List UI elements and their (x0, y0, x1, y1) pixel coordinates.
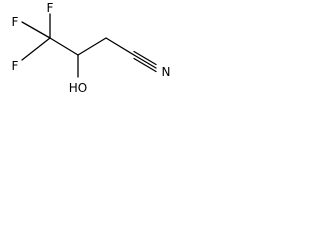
bond-nitrile-3 (133, 57, 157, 73)
atom-label-fluorine-top: F (47, 1, 54, 15)
bond-c2-c1 (105, 37, 135, 56)
bonds (21, 13, 157, 78)
bond-nitrile-1 (133, 50, 157, 66)
atom-label-nitrile-nitrogen: N (162, 65, 171, 79)
atom-label-fluorine-lower-left: F (12, 59, 19, 73)
bond-nitrile-2 (133, 54, 157, 69)
bond-c3-c2 (77, 37, 107, 56)
bond-c4-f-upper-left (21, 21, 51, 39)
atom-label-fluorine-upper-left: F (12, 15, 19, 29)
bond-c4-c3 (49, 37, 79, 56)
atom-label-hydroxyl: HO (69, 81, 87, 95)
bond-c4-f-lower-left (21, 37, 51, 61)
atom-labels: F F F HO N (12, 1, 171, 95)
structural-formula: F F F HO N (12, 1, 171, 95)
